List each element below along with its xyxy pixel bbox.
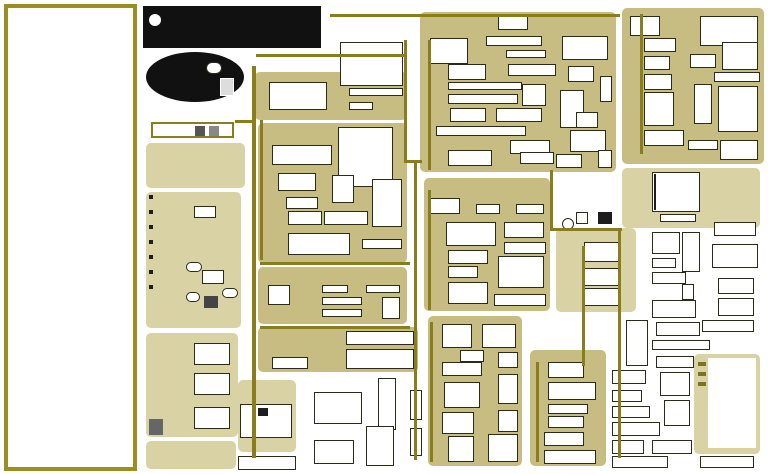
panel-steps	[146, 192, 241, 328]
panel-intro-text	[146, 143, 245, 188]
person-portrait-icon	[682, 232, 700, 272]
panel-table	[238, 380, 296, 452]
panel-module-i	[556, 228, 636, 312]
text-card-lower	[314, 392, 362, 424]
panel-module-j	[622, 8, 764, 164]
panel-module-e	[420, 12, 616, 172]
panel-module-c	[258, 267, 407, 324]
tree-icon	[644, 92, 674, 126]
title-block	[143, 6, 321, 48]
panel-table-right	[622, 168, 760, 228]
speech-bubble-icon	[206, 62, 222, 74]
computer-icon	[268, 285, 290, 305]
tree-icon	[718, 86, 758, 132]
panel-module-b	[258, 123, 407, 263]
person-portrait-icon	[722, 42, 758, 70]
footer-box	[238, 456, 296, 470]
left-empty-panel	[4, 4, 137, 471]
panel-notes	[694, 354, 760, 454]
title-circle-icon	[149, 14, 161, 26]
panel-module-g	[428, 316, 522, 466]
computer-icon	[204, 296, 218, 308]
lightbulb-icon	[682, 284, 694, 300]
book-icon	[194, 206, 216, 218]
person-portrait-icon	[269, 82, 327, 110]
person-portrait-icon	[584, 288, 620, 306]
node-icon	[195, 126, 205, 136]
panel-module-h	[530, 350, 606, 466]
speech-bubble-icon	[222, 288, 238, 298]
person-portrait-icon	[272, 357, 308, 369]
panel-examples	[146, 333, 238, 437]
speech-bubble-icon	[186, 262, 202, 272]
person-portrait-icon	[220, 78, 234, 96]
person-portrait-icon	[448, 436, 474, 462]
person-portrait-icon	[149, 419, 163, 435]
person-portrait-icon	[584, 242, 620, 262]
text-card	[340, 42, 403, 86]
panel-module-f	[424, 178, 550, 311]
speech-bubble-icon	[186, 292, 200, 302]
person-portrait-icon	[584, 268, 620, 286]
panel-bottom-left	[146, 441, 236, 469]
book-icon	[202, 270, 224, 284]
panel-module-d	[258, 327, 418, 372]
arrow-icon	[698, 362, 706, 366]
start-box	[151, 122, 234, 138]
intro-oval	[146, 52, 244, 102]
